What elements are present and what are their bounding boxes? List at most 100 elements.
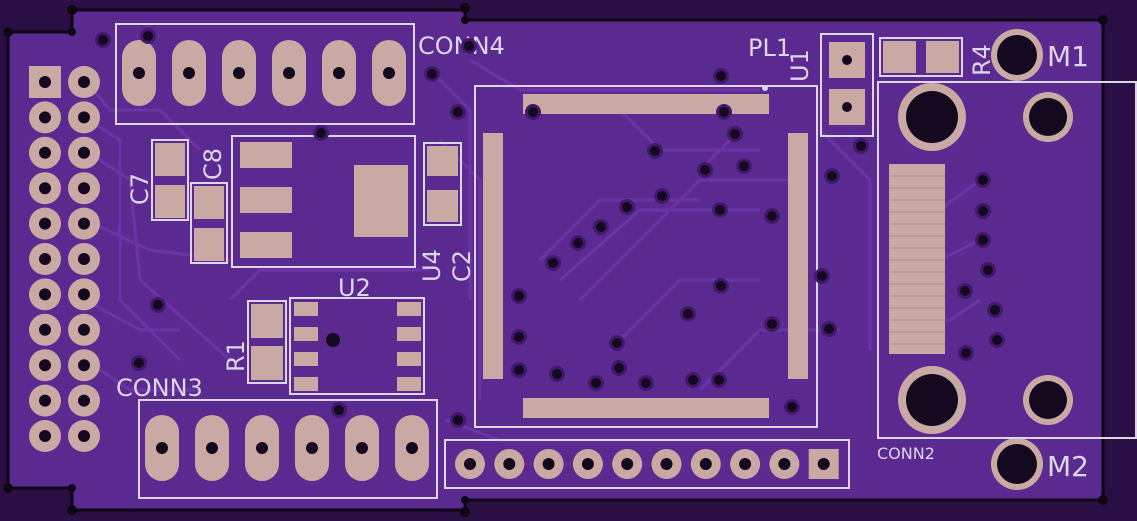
- conn3-hole-5: [356, 442, 368, 454]
- via-hole-17: [596, 222, 606, 232]
- r4-pad-2: [926, 41, 959, 73]
- via-hole-33: [688, 375, 698, 385]
- u1-pads-top: [523, 94, 769, 114]
- via-hole-36: [856, 141, 866, 151]
- bottom-header-outline: [444, 439, 850, 489]
- u1: U1: [474, 49, 818, 428]
- via-hole-10: [700, 165, 710, 175]
- via-hole-9: [650, 146, 660, 156]
- c8-pad-2: [194, 228, 224, 261]
- conn4-outline: [115, 23, 415, 125]
- c7-pad-2: [155, 185, 185, 218]
- conn2-shield-hole-2: [1029, 98, 1067, 136]
- u2-pad-4: [294, 377, 318, 391]
- via-hole-34: [714, 375, 724, 385]
- via-hole-21: [716, 281, 726, 291]
- bottom-header-hole-9: [778, 458, 791, 470]
- left-header-hole-20: [78, 394, 90, 407]
- left-header-hole-4: [78, 111, 90, 124]
- via-hole-27: [612, 338, 622, 348]
- m2-label: M2: [1047, 450, 1089, 483]
- bottom-pin-header: [444, 439, 850, 489]
- bottom-header-hole-3: [542, 458, 555, 470]
- via-hole-30: [614, 363, 624, 373]
- u1-pin1-marker: [762, 85, 768, 91]
- left-header-hole-2: [78, 76, 90, 88]
- u2-pad-7: [397, 327, 421, 341]
- u4-pad-1: [240, 142, 292, 168]
- via-hole-2: [427, 69, 437, 79]
- u2-label: U2: [338, 274, 371, 302]
- u4-tab-pad: [354, 165, 408, 237]
- conn3-hole-4: [306, 442, 318, 454]
- u2: U2: [289, 274, 425, 395]
- via-hole-13: [657, 191, 667, 201]
- conn2-label: CONN2: [877, 444, 935, 463]
- conn4-hole-4: [283, 67, 295, 79]
- u1-pads-right: [788, 133, 808, 379]
- c2-pad-1: [427, 146, 458, 176]
- left-header-hole-16: [78, 323, 90, 336]
- pl1: PL1: [748, 33, 874, 137]
- u2-pad-6: [397, 352, 421, 366]
- pl1-outline: [820, 33, 874, 137]
- via-hole-28: [514, 365, 524, 375]
- c2-pad-2: [427, 190, 458, 222]
- via-hole-38: [134, 358, 144, 368]
- left-header-hole-11: [39, 253, 51, 265]
- left-header-hole-9: [39, 217, 51, 230]
- conn2-pads: [889, 164, 945, 354]
- via-hole-48: [961, 348, 971, 358]
- left-header-hole-18: [78, 359, 90, 372]
- u2-pad-1: [294, 302, 318, 316]
- bottom-header-hole-10: [817, 458, 830, 470]
- conn3-outline: [138, 399, 438, 499]
- r1-label: R1: [222, 340, 250, 372]
- via-hole-23: [683, 309, 693, 319]
- conn4-hole-3: [233, 67, 245, 79]
- m2: M2: [991, 438, 1089, 490]
- r4-label: R4: [968, 44, 996, 76]
- left-header-hole-5: [39, 146, 51, 159]
- left-header-hole-15: [39, 323, 51, 336]
- left-header-hole-12: [78, 253, 90, 265]
- via-hole-32: [641, 378, 651, 388]
- r4-pad-1: [883, 41, 916, 73]
- conn3-hole-2: [206, 442, 218, 454]
- conn3-label: CONN3: [116, 374, 203, 402]
- conn4: CONN4: [115, 23, 505, 125]
- via-hole-46: [990, 305, 1000, 315]
- bottom-header-hole-2: [503, 458, 516, 470]
- via-hole-12: [827, 171, 837, 181]
- conn3: CONN3: [116, 374, 438, 499]
- conn2-shield-hole-4: [1029, 381, 1067, 419]
- left-header-hole-22: [78, 430, 90, 442]
- via-hole-22: [514, 291, 524, 301]
- via-hole-39: [334, 405, 344, 415]
- left-pin-header: [29, 66, 100, 452]
- bottom-header-hole-1: [464, 458, 476, 470]
- via-hole-7: [528, 107, 538, 117]
- via-hole-16: [767, 211, 777, 221]
- left-header-hole-3: [39, 111, 51, 124]
- u2-pad-8: [397, 302, 421, 316]
- via-hole-15: [715, 205, 725, 215]
- conn2: CONN2: [877, 81, 1137, 463]
- m1-hole: [997, 35, 1037, 75]
- conn4-hole-1: [133, 67, 145, 79]
- left-header-hole-14: [78, 288, 90, 301]
- u2-outline: [289, 297, 425, 395]
- left-header-hole-1: [39, 76, 51, 88]
- c2-label: C2: [448, 250, 476, 282]
- via-hole-18: [573, 238, 583, 248]
- conn2-outline: [877, 81, 1137, 439]
- left-header-hole-8: [78, 182, 90, 195]
- r1: R1: [222, 300, 287, 384]
- board-corner-markers: [3, 3, 1108, 517]
- conn4-hole-2: [183, 67, 195, 79]
- via-hole-24: [767, 319, 777, 329]
- via-hole-40: [453, 415, 463, 425]
- c8-label: C8: [199, 148, 227, 180]
- c7: C7: [126, 139, 189, 221]
- left-header-hole-17: [39, 359, 51, 372]
